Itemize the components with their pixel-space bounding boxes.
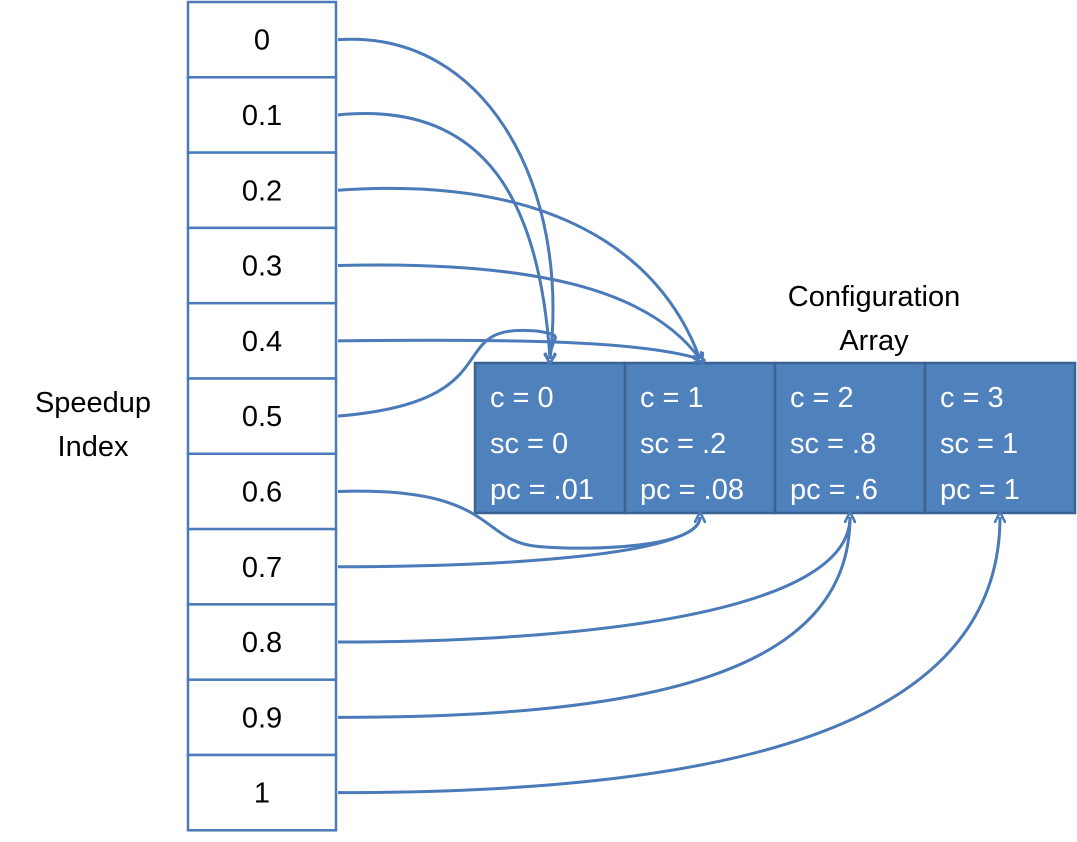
speedup-index-value: 0.5: [242, 401, 282, 433]
mapping-arrow: [337, 37, 553, 359]
configuration-cell-sc: sc = 0: [490, 428, 568, 460]
mapping-arrow: [337, 328, 557, 418]
mapping-arrow: [337, 517, 700, 569]
speedup-index-value: 0.2: [242, 175, 282, 207]
configuration-array-title-line2: Array: [839, 325, 909, 357]
configuration-cell-sc: sc = 1: [940, 428, 1018, 460]
configuration-cell-sc: sc = .2: [640, 428, 726, 460]
configuration-cell-pc: pc = 1: [940, 474, 1020, 506]
configuration-cell-pc: pc = .08: [640, 474, 744, 506]
speedup-index-cell: [186, 678, 338, 757]
mapping-arrow: [337, 517, 850, 719]
configuration-cell: [473, 361, 627, 515]
configuration-array-title: Configuration Array: [788, 281, 961, 357]
mapping-arrow: [337, 338, 700, 359]
configuration-array-title-line1: Configuration: [788, 281, 961, 313]
speedup-index-cell: [186, 377, 338, 456]
mapping-arrow: [337, 517, 850, 644]
speedup-index-label-line1: Speedup: [35, 387, 151, 419]
mapping-arrows: [337, 37, 1000, 795]
configuration-cell: [773, 361, 927, 515]
configuration-array: c = 0 sc = 0 pc = .01 c = 1 sc = .2 pc = .08 c…: [473, 361, 1077, 515]
speedup-index-value: 0.6: [242, 476, 282, 508]
speedup-index-value: 0.7: [242, 552, 282, 584]
speedup-index-value: 0.9: [242, 702, 282, 734]
mapping-arrow: [337, 263, 700, 359]
configuration-cell-pc: pc = .6: [790, 474, 878, 506]
mapping-arrow: [337, 112, 550, 359]
speedup-index-label: Speedup Index: [35, 387, 151, 463]
configuration-cell-c: c = 2: [790, 382, 854, 414]
configuration-cell-c: c = 0: [490, 382, 554, 414]
mapping-arrow: [337, 186, 700, 359]
speedup-index-value: 0.8: [242, 627, 282, 659]
speedup-index-cell: [186, 527, 338, 606]
mapping-arrow: [337, 517, 1000, 795]
configuration-cell-c: c = 1: [640, 382, 704, 414]
speedup-index-value: 1: [254, 778, 270, 810]
speedup-index-value: 0: [254, 25, 270, 57]
speedup-index-cell: [186, 76, 338, 154]
configuration-cell-c: c = 3: [940, 382, 1004, 414]
speedup-index-value: 0.1: [242, 100, 282, 132]
speedup-index-cell: [186, 0, 338, 79]
speedup-index-cell: [186, 753, 338, 832]
speedup-index-value: 0.4: [242, 326, 282, 358]
configuration-cell-sc: sc = .8: [790, 428, 876, 460]
configuration-cell-pc: pc = .01: [490, 474, 594, 506]
speedup-index-cell: [186, 226, 338, 305]
speedup-index-label-line2: Index: [58, 431, 129, 463]
speedup-index-array: 0 0.1 0.2 0.3 0.4 0.5 0.6 0.7 0.8 0.9 1: [186, 0, 338, 832]
speedup-index-value: 0.3: [242, 251, 282, 283]
